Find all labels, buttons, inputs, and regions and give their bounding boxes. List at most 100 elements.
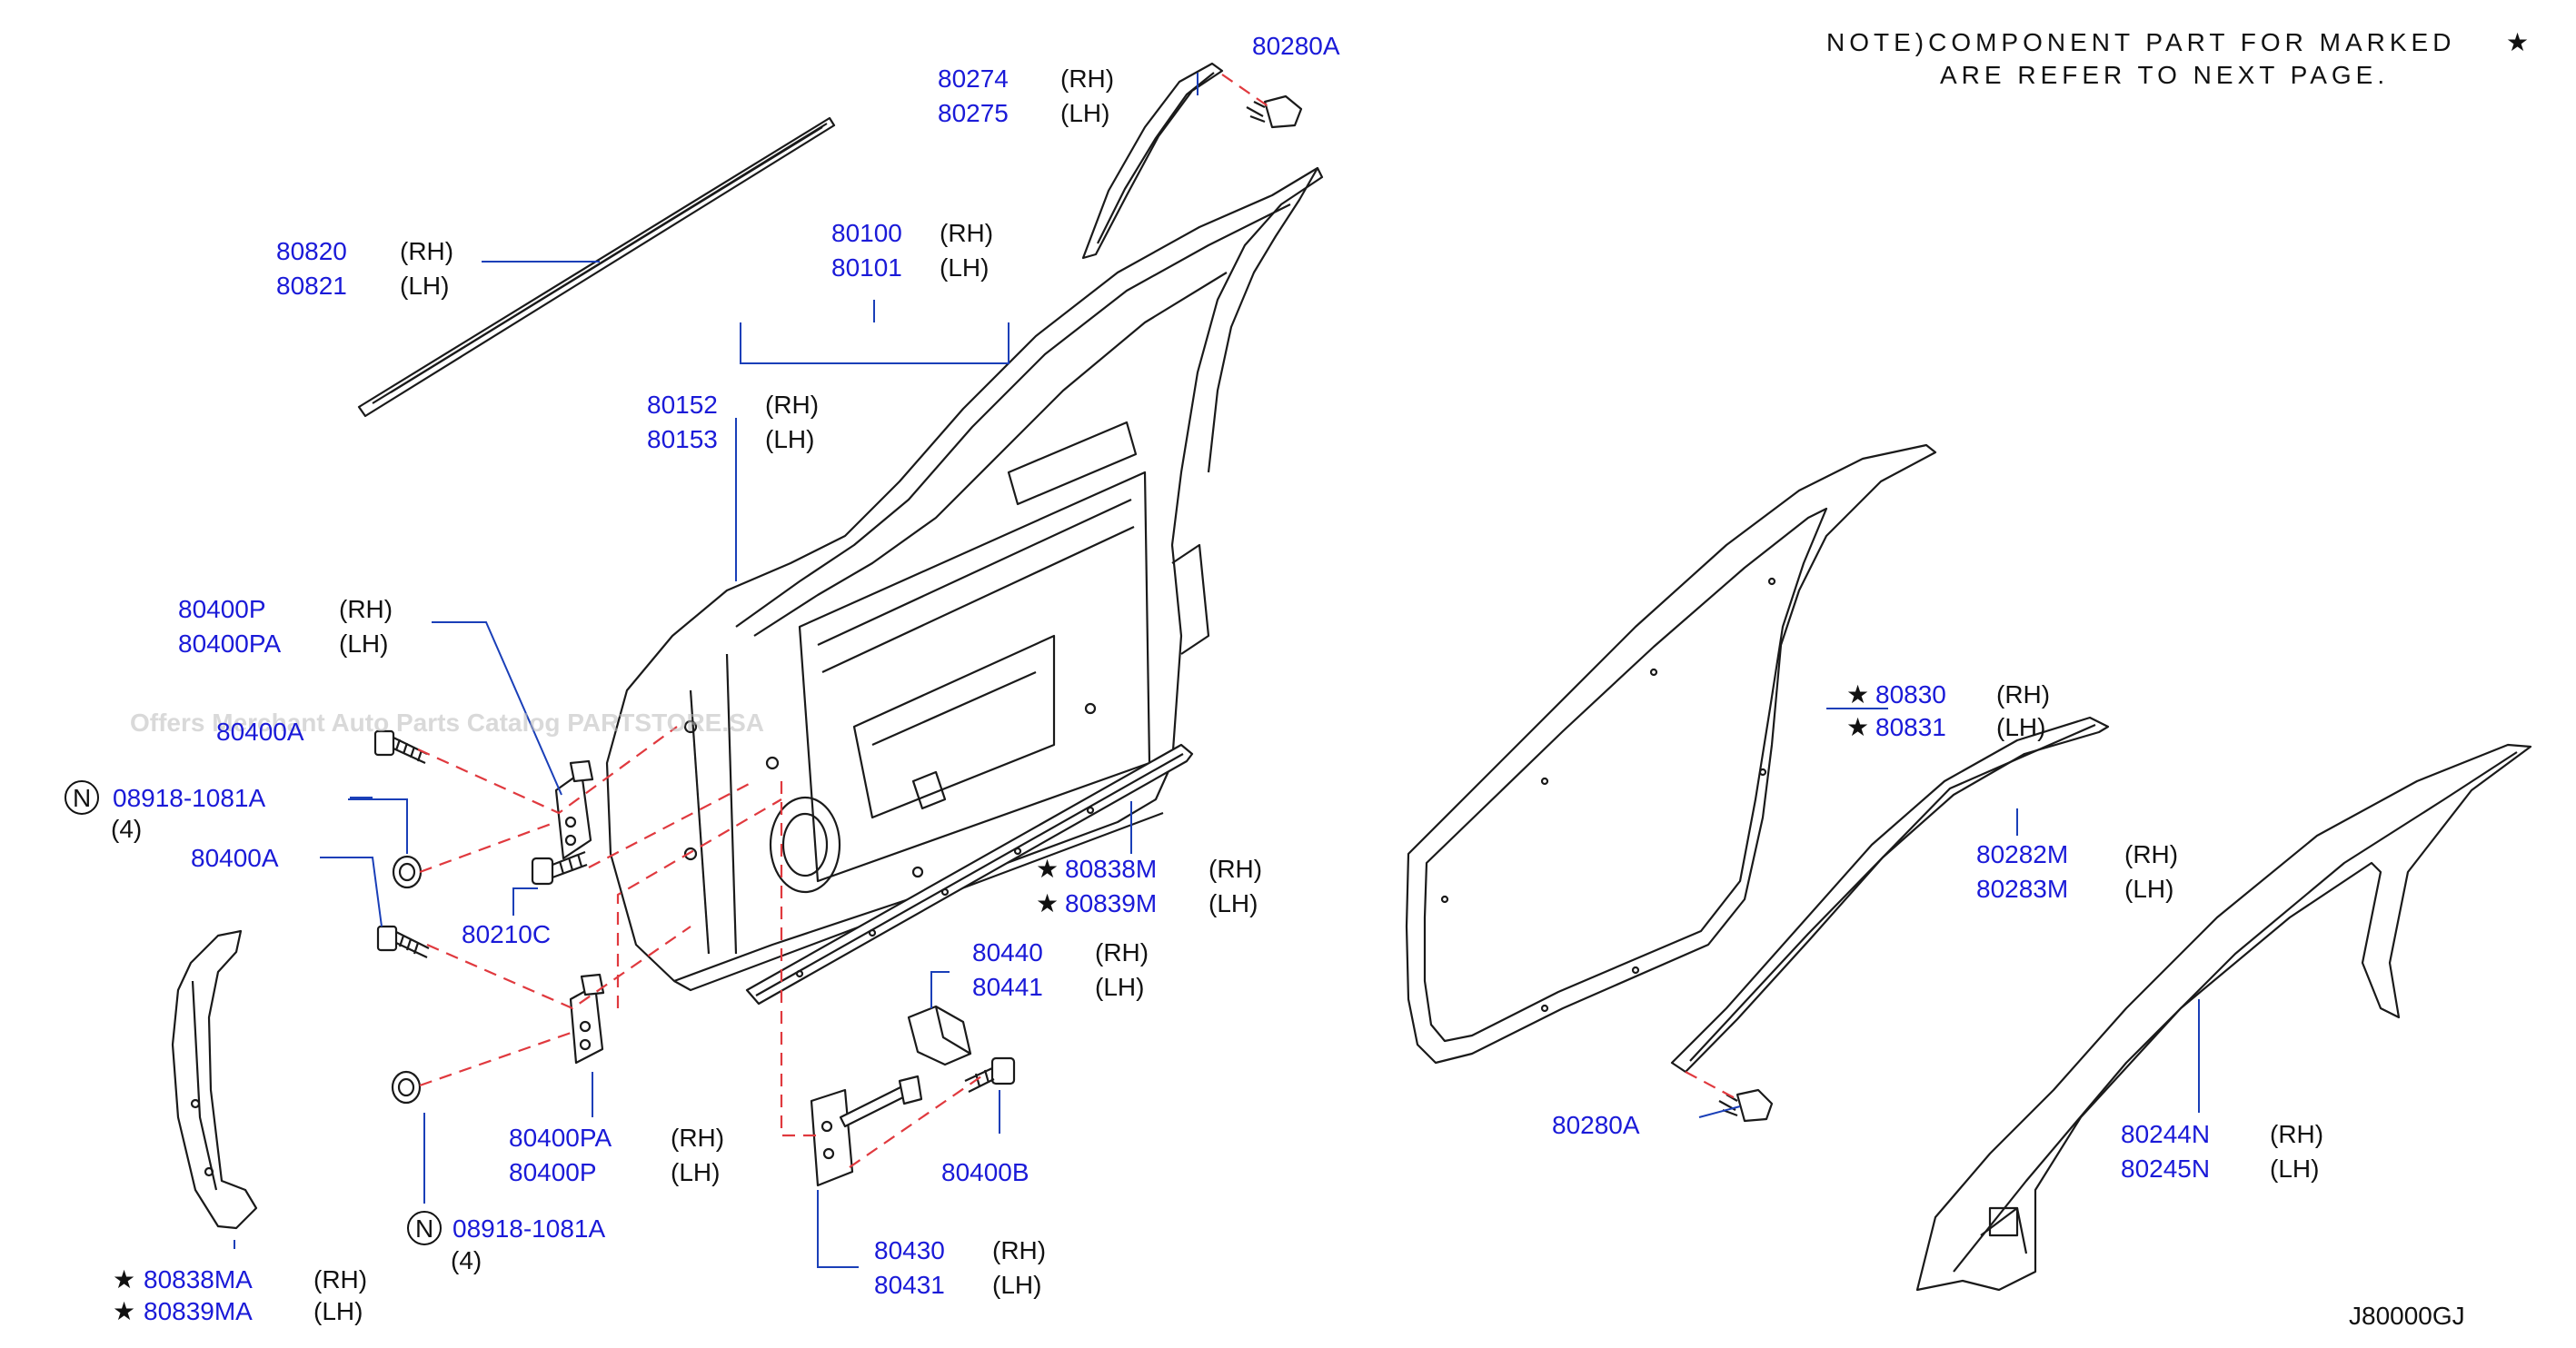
side-label: (RH)	[313, 1265, 367, 1293]
part-number[interactable]: 80838MA	[144, 1265, 253, 1293]
callout-80430[interactable]: 80430 (RH)	[874, 1236, 1046, 1264]
callout-80431[interactable]: 80431 (LH)	[874, 1271, 1041, 1299]
part-number[interactable]: 80282M	[1976, 840, 2068, 868]
star-icon: ★	[113, 1297, 135, 1325]
callout-08918-1081a-upper[interactable]: N 08918-1081A (4)	[65, 780, 265, 843]
callout-80274[interactable]: 80274 (RH)	[938, 64, 1114, 93]
side-label: (RH)	[400, 237, 453, 265]
part-number[interactable]: 80831	[1875, 713, 1946, 741]
part-number[interactable]: 80440	[972, 938, 1043, 966]
star-icon: ★	[1846, 713, 1869, 741]
side-label: (RH)	[2270, 1120, 2323, 1148]
callout-80280a-top[interactable]: 80280A	[1252, 32, 1340, 60]
pillar-trim-80838ma-drawing	[171, 929, 258, 1230]
callout-80838m[interactable]: ★ 80838M (RH)	[1036, 855, 1262, 883]
part-number[interactable]: 80820	[276, 237, 347, 265]
bolt-80210c-drawing	[531, 850, 588, 886]
part-number[interactable]: 80153	[647, 425, 718, 453]
callout-80839ma[interactable]: ★ 80839MA (LH)	[113, 1297, 363, 1325]
part-number[interactable]: 80400PA	[178, 629, 281, 658]
door-check-80430-drawing	[810, 1075, 923, 1187]
callout-80245n[interactable]: 80245N (LH)	[2121, 1155, 2319, 1183]
part-number[interactable]: 80100	[831, 219, 902, 247]
callout-80400b[interactable]: 80400B	[941, 1158, 1029, 1186]
part-number[interactable]: 80244N	[2121, 1120, 2210, 1148]
part-number[interactable]: 80430	[874, 1236, 945, 1264]
callout-80400p-lower[interactable]: 80400P (LH)	[509, 1158, 720, 1186]
callout-80839m[interactable]: ★ 80839M (LH)	[1036, 889, 1258, 917]
side-label: (LH)	[2124, 875, 2173, 903]
part-number[interactable]: 80400P	[509, 1158, 597, 1186]
stopper-cover-80440-drawing	[907, 1005, 972, 1066]
callout-80101[interactable]: 80101 (LH)	[831, 253, 989, 282]
part-number[interactable]: 80821	[276, 272, 347, 300]
part-number[interactable]: 80280A	[1252, 32, 1340, 60]
bolt-80400a-lower-drawing	[376, 925, 430, 958]
callout-80400p[interactable]: 80400P (RH)	[178, 595, 393, 623]
callout-08918-1081a-lower[interactable]: N 08918-1081A (4)	[407, 1211, 605, 1274]
part-number[interactable]: 80274	[938, 64, 1009, 93]
part-number[interactable]: 80245N	[2121, 1155, 2210, 1183]
callout-80152[interactable]: 80152 (RH)	[647, 391, 819, 419]
callout-80275[interactable]: 80275 (LH)	[938, 99, 1109, 127]
side-label: (LH)	[313, 1297, 363, 1325]
part-number[interactable]: 80830	[1875, 680, 1946, 709]
part-number[interactable]: 80431	[874, 1271, 945, 1299]
side-label: (LH)	[765, 425, 814, 453]
callout-80210c[interactable]: 80210C	[462, 920, 551, 948]
callout-80440[interactable]: 80440 (RH)	[972, 938, 1149, 966]
part-number[interactable]: 08918-1081A	[113, 784, 265, 812]
callout-80100[interactable]: 80100 (RH)	[831, 219, 993, 247]
star-icon: ★	[1036, 889, 1059, 917]
callout-80244n[interactable]: 80244N (RH)	[2121, 1120, 2323, 1148]
callout-80400a-upper[interactable]: 80400A	[216, 718, 304, 746]
callout-80830[interactable]: ★ 80830 (RH)	[1846, 680, 2050, 709]
part-number[interactable]: 80400A	[191, 844, 279, 872]
part-number[interactable]: 80152	[647, 391, 718, 419]
part-number[interactable]: 08918-1081A	[453, 1214, 605, 1243]
clip-80280a-top-drawing	[1246, 94, 1303, 129]
star-icon: ★	[1846, 680, 1869, 709]
bolt-80400a-upper-drawing	[373, 729, 428, 765]
callout-80400a-lower[interactable]: 80400A	[191, 844, 279, 872]
part-number[interactable]: 80441	[972, 973, 1043, 1001]
n-badge-letter: N	[415, 1214, 433, 1243]
callout-80280a-bottom[interactable]: 80280A	[1552, 1111, 1640, 1139]
callout-80400pa-lower[interactable]: 80400PA (RH)	[509, 1124, 724, 1152]
callout-80441[interactable]: 80441 (LH)	[972, 973, 1144, 1001]
part-number[interactable]: 80400PA	[509, 1124, 612, 1152]
callout-80838ma[interactable]: ★ 80838MA (RH)	[113, 1265, 367, 1293]
n-badge-letter: N	[73, 784, 91, 812]
part-number[interactable]: 80210C	[462, 920, 551, 948]
quantity-label: (4)	[111, 815, 142, 843]
callout-80820[interactable]: 80820 (RH)	[276, 237, 453, 265]
diagram-code: J80000GJ	[2349, 1302, 2465, 1330]
part-number[interactable]: 80400B	[941, 1158, 1029, 1186]
side-label: (RH)	[1095, 938, 1149, 966]
weatherstrip-80830-drawing	[1405, 443, 1937, 1065]
part-number[interactable]: 80400A	[216, 718, 304, 746]
part-number[interactable]: 80838M	[1065, 855, 1157, 883]
callout-80153[interactable]: 80153 (LH)	[647, 425, 814, 453]
callout-80400pa[interactable]: 80400PA (LH)	[178, 629, 388, 658]
quantity-label: (4)	[451, 1246, 482, 1274]
part-number[interactable]: 80275	[938, 99, 1009, 127]
callout-80821[interactable]: 80821 (LH)	[276, 272, 449, 300]
part-number[interactable]: 80400P	[178, 595, 266, 623]
lower-hinge-drawing	[569, 973, 605, 1065]
part-number[interactable]: 80101	[831, 253, 902, 282]
part-number[interactable]: 80839M	[1065, 889, 1157, 917]
side-label: (LH)	[940, 253, 989, 282]
callout-80283m[interactable]: 80283M (LH)	[1976, 875, 2173, 903]
note-block: NOTE)COMPONENT PART FOR MARKED ARE REFER…	[1826, 28, 2529, 89]
callout-80831[interactable]: ★ 80831 (LH)	[1846, 713, 2045, 741]
side-label: (RH)	[1996, 680, 2050, 709]
part-number[interactable]: 80839MA	[144, 1297, 253, 1325]
part-number[interactable]: 80283M	[1976, 875, 2068, 903]
note-line-1: NOTE)COMPONENT PART FOR MARKED	[1826, 28, 2455, 56]
part-number[interactable]: 80280A	[1552, 1111, 1640, 1139]
n-badge-icon	[407, 1211, 442, 1245]
callout-80282m[interactable]: 80282M (RH)	[1976, 840, 2178, 868]
